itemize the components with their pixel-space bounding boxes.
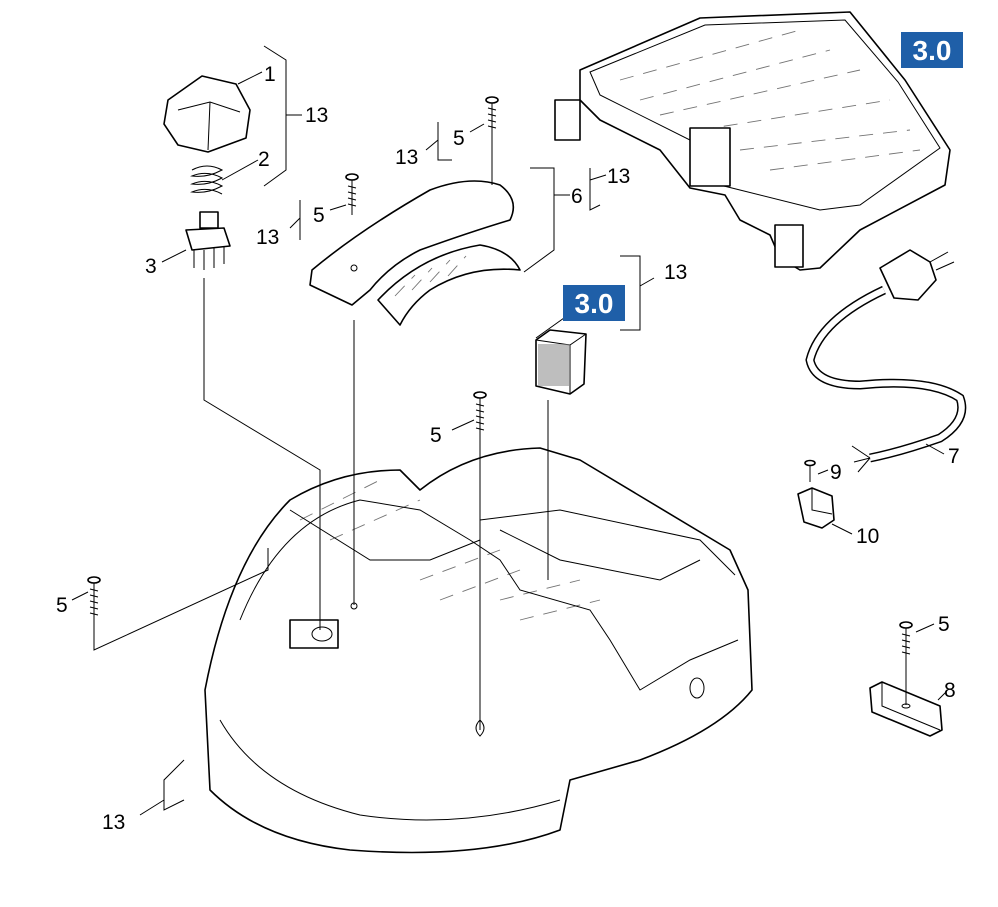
callout-5-left: 5 — [56, 594, 68, 617]
badge-top-right-label: 3.0 — [913, 35, 952, 66]
callout-5-center: 5 — [430, 424, 442, 447]
screw-right — [899, 621, 913, 660]
screw-upper — [485, 96, 499, 134]
handle-part-6 — [309, 180, 521, 326]
screw-9 — [804, 459, 816, 482]
callout-leaders — [71, 45, 947, 816]
callout-13-upper: 13 — [395, 146, 418, 169]
block-part — [535, 329, 587, 395]
knob-part-1 — [163, 75, 251, 153]
switch-part-3 — [185, 211, 231, 270]
callout-7: 7 — [948, 445, 960, 468]
callout-13-handle: 13 — [607, 165, 630, 188]
callout-13-center: 13 — [664, 261, 687, 284]
callout-9: 9 — [830, 461, 842, 484]
callout-13-mid-left: 13 — [256, 226, 279, 249]
badge-top-right: 3.0 — [901, 32, 963, 68]
screw-mid-left — [345, 173, 359, 215]
callout-2: 2 — [258, 148, 270, 171]
screw-left — [87, 576, 101, 620]
clip-part-10 — [797, 487, 835, 529]
assembly-lines — [93, 134, 907, 730]
callout-13-top-left: 13 — [305, 104, 328, 127]
callout-5-upper: 5 — [453, 127, 465, 150]
screw-center — [473, 391, 487, 436]
callout-5-mid-left: 5 — [313, 204, 325, 227]
spring-part-2 — [190, 165, 224, 195]
badge-center-label: 3.0 — [575, 288, 614, 319]
callout-3: 3 — [145, 255, 157, 278]
callout-13-bottom: 13 — [102, 811, 125, 834]
callout-8: 8 — [944, 679, 956, 702]
callout-6: 6 — [571, 185, 583, 208]
lid-part — [554, 11, 951, 271]
badge-center: 3.0 — [563, 285, 625, 321]
callout-10: 10 — [856, 525, 879, 548]
main-housing — [204, 447, 753, 854]
power-cord-part-7 — [805, 249, 967, 473]
callout-5-right: 5 — [938, 613, 950, 636]
callout-1: 1 — [264, 63, 276, 86]
